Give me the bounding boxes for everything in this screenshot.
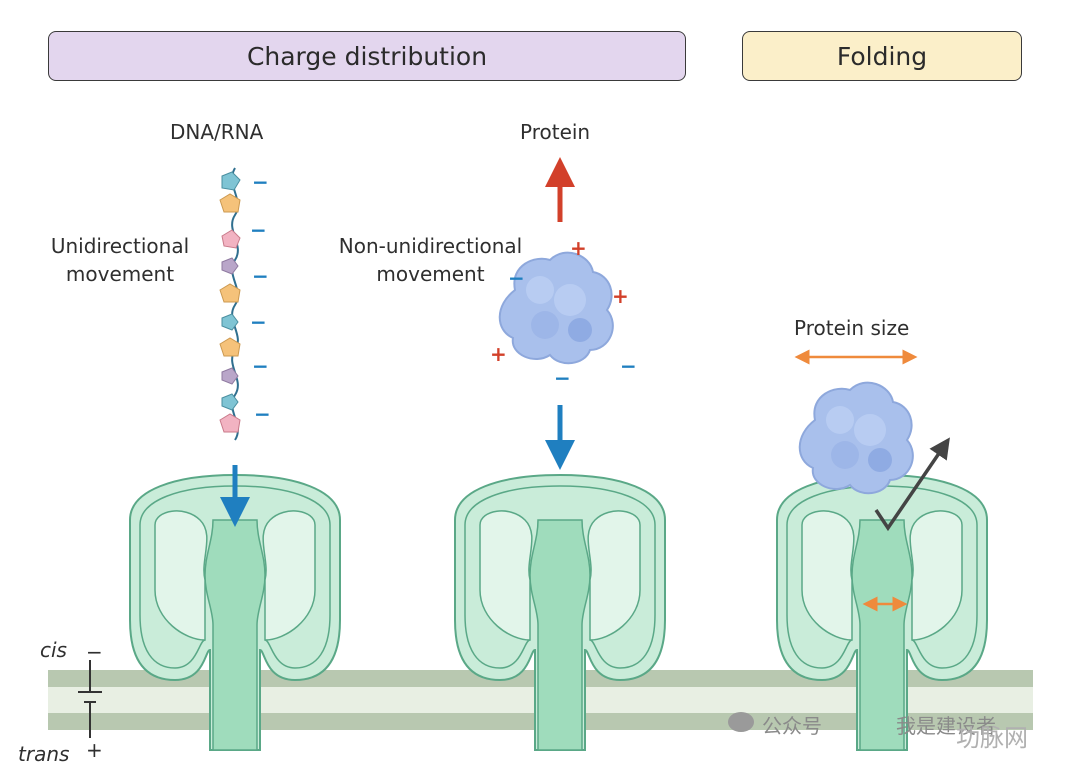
charge-plus-2: +: [612, 284, 629, 308]
charge-minus-dna-4: −: [250, 310, 267, 334]
unidirectional-line1: Unidirectional: [50, 234, 190, 258]
voltage-symbol: [78, 660, 102, 738]
charge-minus-p-2: −: [554, 366, 571, 390]
deflection-arrow: [874, 437, 950, 532]
protein-right: [798, 381, 914, 495]
charge-minus-dna-1: −: [252, 170, 269, 194]
charge-minus-dna-2: −: [250, 218, 267, 242]
charge-minus-p-3: −: [620, 354, 637, 378]
charge-minus-dna-5: −: [252, 354, 269, 378]
charge-distribution-header: Charge distribution: [48, 31, 686, 81]
watermark: 公众号 我是建设者 功脉网: [728, 706, 1073, 752]
cis-minus: −: [86, 640, 103, 664]
dna-rna-label: DNA/RNA: [170, 120, 264, 144]
watermark-text-2: 我是建设者: [896, 714, 996, 738]
folding-header: Folding: [742, 31, 1022, 81]
non-unidirectional-label: Non-unidirectional movement: [328, 232, 533, 288]
protein-label: Protein: [520, 120, 591, 144]
non-unidirectional-line1: Non-unidirectional: [338, 234, 523, 258]
non-unidirectional-line2: movement: [376, 262, 485, 286]
charge-plus-1: +: [570, 236, 587, 260]
trans-label: trans: [18, 742, 70, 766]
cis-label: cis: [40, 638, 67, 662]
folding-title: Folding: [836, 41, 928, 71]
charge-minus-dna-3: −: [252, 264, 269, 288]
protein-size-label: Protein size: [794, 316, 910, 340]
charge-distribution-title: Charge distribution: [246, 41, 488, 71]
trans-plus: +: [86, 738, 103, 762]
unidirectional-line2: movement: [65, 262, 175, 286]
nucleotides: [219, 171, 241, 433]
watermark-text-3: 功脉网: [956, 724, 1028, 752]
wechat-icon: [728, 712, 754, 732]
charge-minus-dna-6: −: [254, 402, 271, 426]
dna-strand: [231, 167, 239, 441]
watermark-text-1: 公众号: [762, 714, 822, 738]
charge-plus-3: +: [490, 342, 507, 366]
unidirectional-label: Unidirectional movement: [45, 232, 195, 288]
charge-minus-p-1: −: [508, 266, 525, 290]
